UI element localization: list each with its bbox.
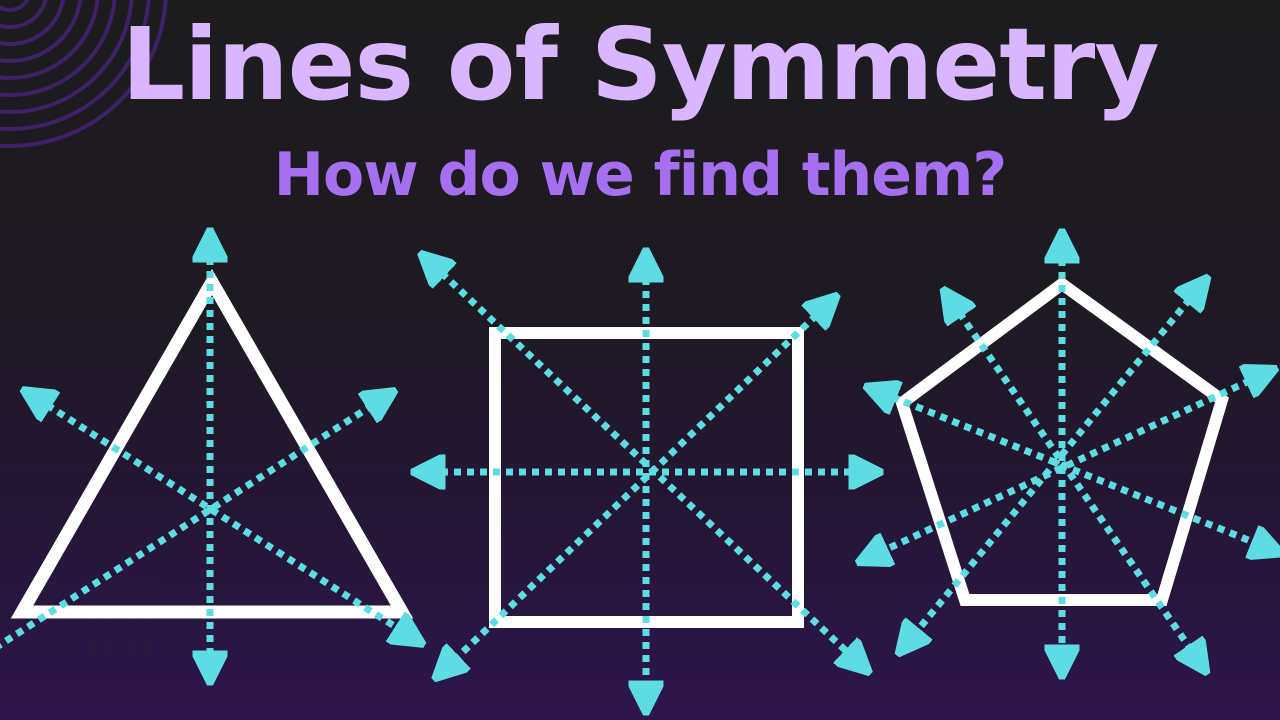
decor-ring [0,0,66,46]
pentagon-symmetry-line [872,375,1262,556]
decor-ring [0,0,48,29]
decorative-rings [0,0,168,148]
decor-ring [0,0,151,131]
decor-ring [0,0,100,80]
decor-ring [0,0,30,12]
decor-ring [0,0,83,63]
page-title: Lines of Symmetry [121,6,1159,123]
pentagon-symmetry-line [908,289,1198,642]
decor-ring [0,0,117,97]
decor-ring [0,0,168,148]
grid-decor [80,575,160,665]
triangle-symmetry-line [0,399,382,649]
page-subtitle: How do we find them? [273,140,1007,210]
triangle-symmetry-line [36,398,410,636]
square-symmetry-line [446,306,826,668]
decor-ring [0,0,134,114]
